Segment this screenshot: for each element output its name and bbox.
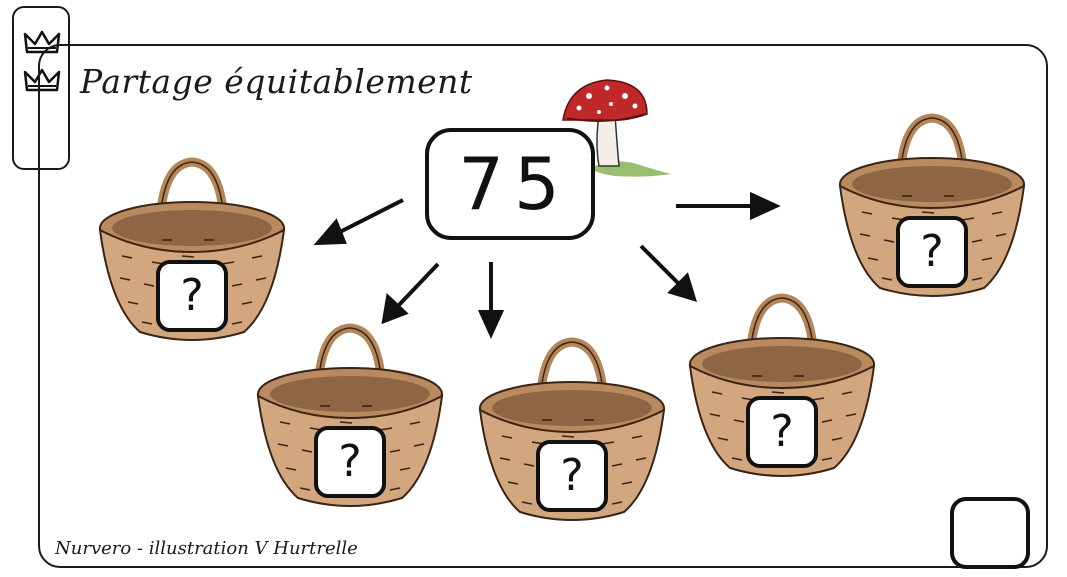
basket-answer-box[interactable]: ? [314,426,386,498]
question-mark: ? [560,454,583,498]
basket: ? [832,112,1032,302]
basket-answer-box[interactable]: ? [746,396,818,468]
total-number-box: 75 [425,128,595,240]
basket-answer-box[interactable]: ? [896,216,968,288]
page-title: Partage équitablement [80,62,473,101]
total-number: 75 [450,142,570,226]
question-mark: ? [180,274,203,318]
question-mark: ? [338,440,361,484]
basket: ? [92,156,292,346]
basket-answer-box[interactable]: ? [536,440,608,512]
basket: ? [472,336,672,526]
basket-answer-box[interactable]: ? [156,260,228,332]
question-mark: ? [770,410,793,454]
basket: ? [250,322,450,512]
answer-box[interactable] [950,497,1030,569]
question-mark: ? [920,230,943,274]
basket: ? [682,292,882,482]
credit-text: Nurvero - illustration V Hurtrelle [55,538,358,559]
